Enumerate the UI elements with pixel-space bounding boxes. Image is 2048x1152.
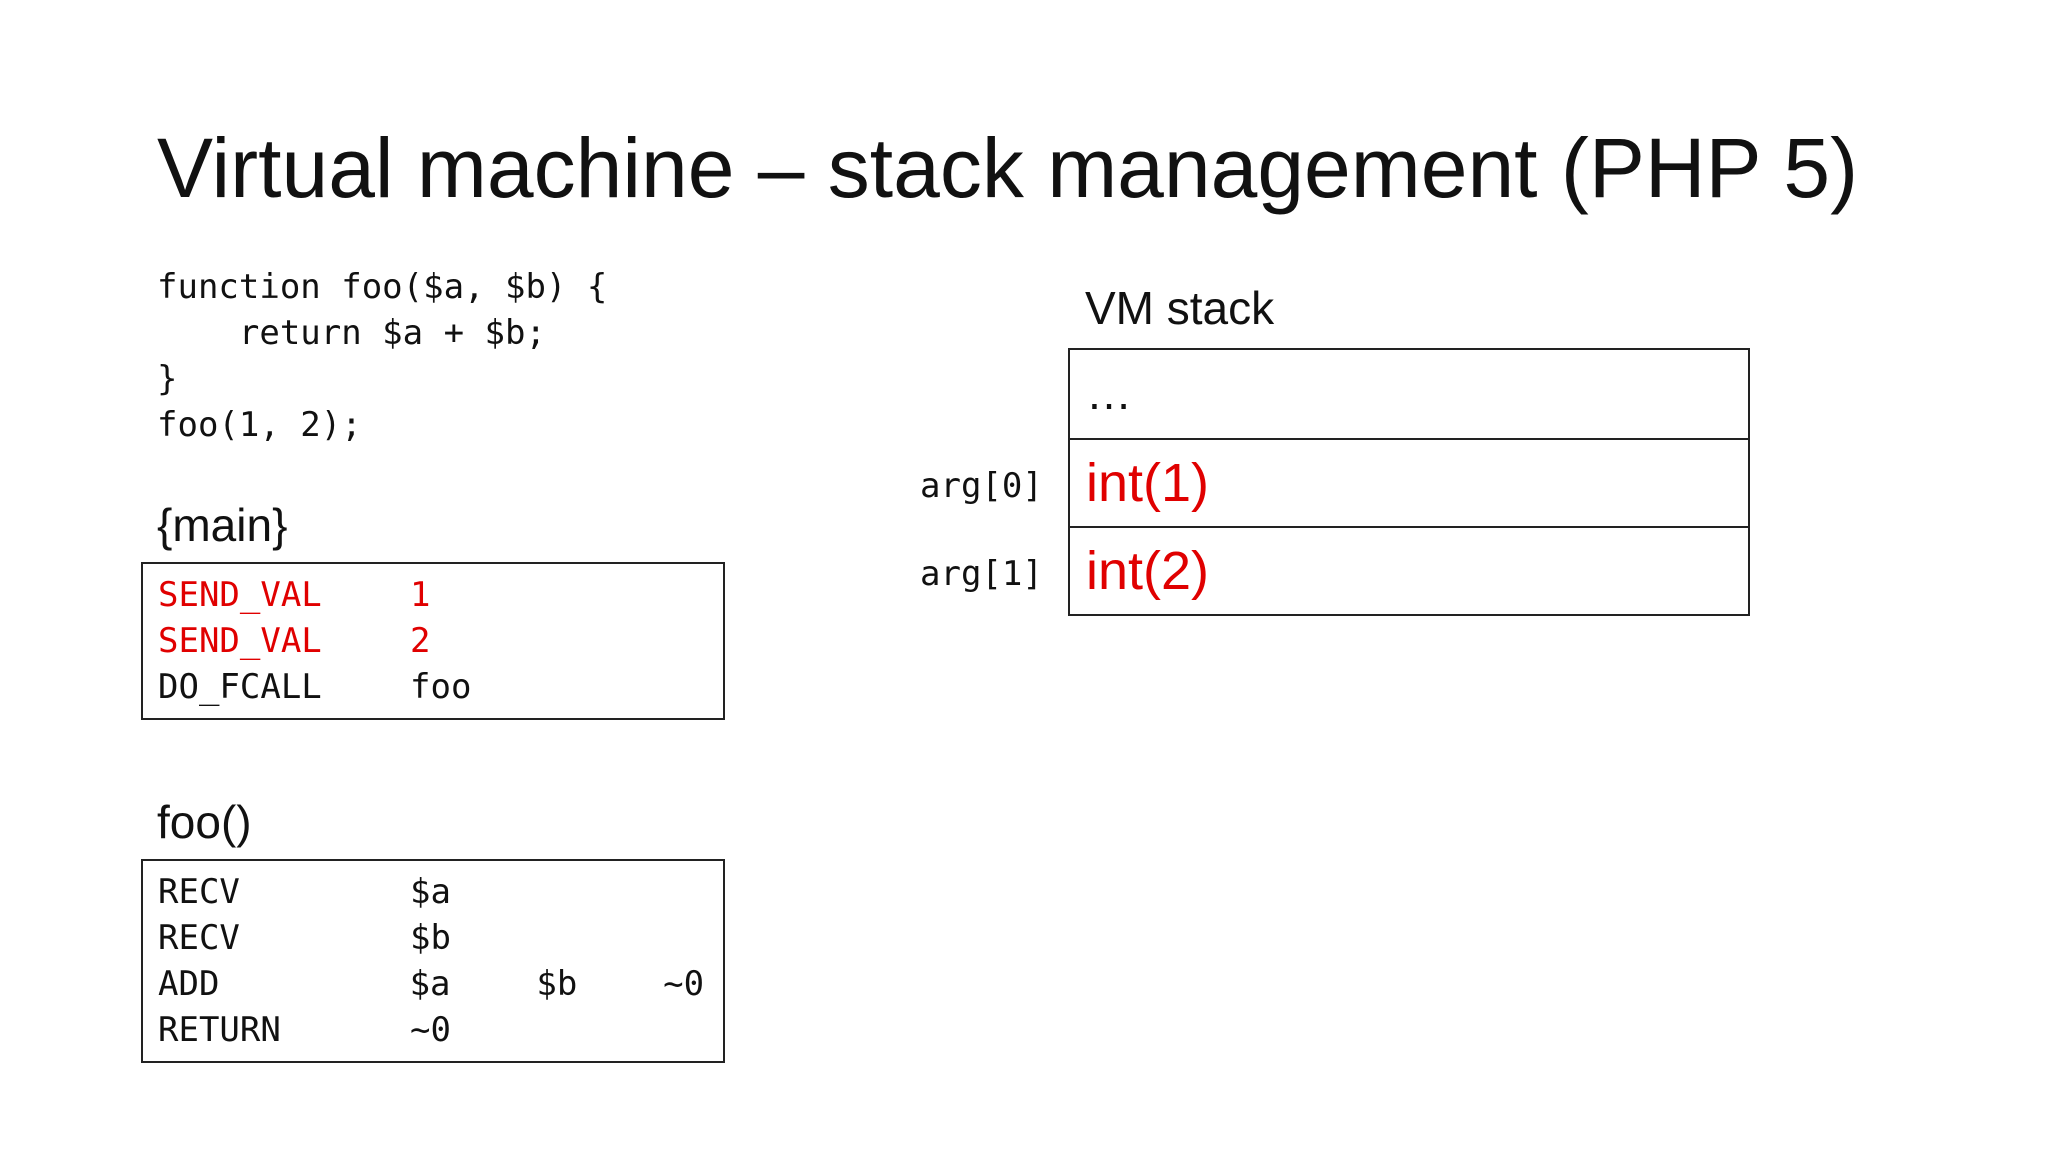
- opcode: RECV: [158, 872, 240, 912]
- foo-block-label: foo(): [157, 796, 252, 848]
- opcode-row: SEND_VAL 2: [158, 618, 723, 664]
- operand-1: $a: [409, 964, 451, 1004]
- opcode: RECV: [158, 918, 240, 958]
- code-line: foo(1, 2);: [157, 405, 362, 445]
- opcode-row: SEND_VAL 1: [158, 572, 723, 618]
- main-opcode-box: SEND_VAL 1 SEND_VAL 2 DO_FCALL foo: [141, 562, 725, 720]
- operand-1: 1: [410, 575, 431, 615]
- operand-1: $a: [410, 872, 451, 912]
- operand-2: $b: [536, 964, 578, 1004]
- operand-1: 2: [410, 621, 431, 661]
- operand-1: ~0: [410, 1010, 451, 1050]
- vm-stack-cell: int(1): [1070, 438, 1748, 526]
- opcode-row: ADD $a $b ~0: [158, 961, 723, 1007]
- php-source-code: function foo($a, $b) { return $a + $b; }…: [157, 264, 607, 448]
- slide-title: Virtual machine – stack management (PHP …: [157, 121, 1859, 215]
- opcode-row: RETURN ~0: [158, 1007, 723, 1053]
- opcode: SEND_VAL: [158, 575, 322, 615]
- vm-stack: … int(1) int(2): [1068, 348, 1750, 616]
- operand-1: foo: [410, 667, 472, 707]
- code-line: }: [157, 359, 178, 399]
- opcode-row: RECV $b: [158, 915, 723, 961]
- vm-stack-label: VM stack: [1085, 282, 1275, 334]
- arg-label: arg[0]: [920, 466, 1043, 506]
- opcode: DO_FCALL: [158, 667, 322, 707]
- main-block-label: {main}: [157, 499, 288, 551]
- opcode: SEND_VAL: [158, 621, 322, 661]
- result-operand: ~0: [663, 964, 705, 1004]
- opcode-row: RECV $a: [158, 869, 723, 915]
- opcode-row: DO_FCALL foo: [158, 664, 723, 710]
- operand-1: $b: [410, 918, 451, 958]
- arg-label: arg[1]: [920, 554, 1043, 594]
- vm-stack-cell: …: [1086, 367, 1132, 419]
- opcode: ADD: [158, 964, 220, 1004]
- vm-stack-cell: int(2): [1070, 526, 1748, 614]
- code-line: return $a + $b;: [157, 313, 546, 353]
- foo-opcode-box: RECV $a RECV $b ADD $a $b ~0 RETURN ~0: [141, 859, 725, 1063]
- code-line: function foo($a, $b) {: [157, 267, 608, 307]
- opcode: RETURN: [158, 1010, 281, 1050]
